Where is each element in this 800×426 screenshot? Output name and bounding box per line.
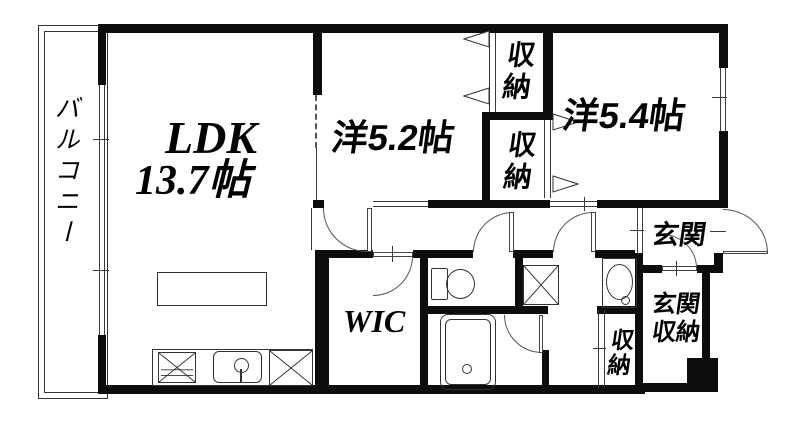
wall-top [98,24,728,33]
wall-entrance-closet-top-b [697,265,723,273]
entrance-step-tick [630,230,644,231]
toilet-door-leaf [509,212,514,252]
washcloset-door-tick [593,348,606,349]
wall-left-upper [98,24,106,85]
wall-hall-s4 [595,250,635,258]
ldk-size-label: 13.7帖 [135,158,251,204]
wall-washcloset-top [597,306,637,314]
bath-door-leaf [539,315,543,353]
balcony-window-tick2 [93,270,109,271]
wall-mid-stub [313,200,324,208]
entrance-closet-label-line2: 収納 [650,319,702,346]
west-room-door-leaf [367,208,372,252]
fridge-space-icon [269,350,313,386]
washroom-door-arc [553,212,593,252]
entry-door-leaf [723,251,768,254]
wall-entrance-closet-right [702,265,710,362]
wall-toilet-bottom [420,306,548,314]
bath-door-arc [504,315,542,353]
wall-closet-top-right [543,24,553,120]
washbasin-icon [602,258,637,308]
balcony-label: バルコニー [51,95,78,250]
wall-right-upper [719,24,728,68]
west-room-door-arc [323,208,367,252]
fold-door-icon-3 [552,113,579,131]
wall-bottom [98,385,645,394]
washbasin-faucet [621,296,630,305]
ldk-counter [157,272,267,306]
east-window-line2 [725,68,726,131]
opening-line-b2 [550,206,597,207]
opening-line-b1 [550,201,597,202]
entrance-closet-label-line1: 玄関 [650,291,702,318]
closet-top-label: 収納 [497,40,538,104]
faucet-stem [240,369,242,383]
opening-line-a2 [373,206,428,207]
partition-thin-line [316,148,317,200]
toilet-door-arc [473,212,513,252]
fold-door-icon-1 [463,30,490,48]
wall-hall-s2 [413,250,473,258]
ldk-label: LDK [165,112,257,163]
hall-ldk-open-line [311,208,312,250]
opening-tick-b [584,197,585,211]
wall-bath-right [542,350,549,394]
partition-dashed-line [315,95,317,148]
wall-entrance-closet-top-a [643,265,662,273]
wall-ldk-west-room [313,24,322,95]
east-window-tick [712,97,727,98]
wall-hall-s3 [513,250,553,258]
entrance-closet-door-tick [676,261,677,276]
east-window-line1 [720,68,721,131]
wall-closet-bottom-left [482,112,490,208]
closet-top-door-line2 [495,33,496,112]
balcony-window-line2 [104,85,105,335]
stove-icon [158,352,196,383]
western-room-large-label: 洋5.4帖 [560,95,688,136]
wall-right-mid [719,131,728,208]
wall-closet-divider [482,112,553,120]
washroom-closet-label: 収納 [602,328,636,378]
wall-entry-below-door [714,253,723,273]
wall-hall-s1 [315,250,373,258]
wic-door-tick [392,246,393,262]
corner-pillar [687,358,718,392]
western-room-small-label: 洋5.2帖 [329,117,457,158]
wall-left-lower [98,335,106,394]
wall-wash-right [635,253,643,387]
wall-wic-toilet [420,253,428,393]
entrance-label: 玄関 [649,220,709,250]
wall-mid-east [597,200,728,208]
toilet-bowl-icon [446,269,475,299]
entry-door-arc [723,209,768,253]
entry-door-tick [710,231,726,232]
wic-door-leaf [373,252,413,257]
washbasin-bowl [606,264,633,300]
bathtub-icon [440,314,496,390]
closet-bottom-door-line2 [550,120,551,198]
wall-wic-left [315,253,329,394]
bathtub-inner [445,319,491,385]
wall-entrance-closet-bottom [637,383,718,392]
entrance-closet-door-leaf [662,266,697,271]
closet-bottom-door-line1 [544,120,545,198]
balcony-inner-line [44,31,108,393]
closet-top-door-line1 [489,33,490,112]
balcony-window-line1 [99,85,100,335]
balcony-window-tick1 [93,139,109,140]
bathtub-drain [462,364,472,374]
washing-machine-icon [523,265,559,305]
wic-label: WIC [343,303,406,339]
opening-line-a1 [373,201,428,202]
washroom-door-leaf [591,212,596,252]
wic-door-arc [373,256,413,296]
fold-door-icon-2 [463,87,490,105]
fold-door-icon-4 [552,175,579,193]
wall-toilet-wash [515,253,523,314]
closet-bottom-label: 収納 [498,130,539,194]
